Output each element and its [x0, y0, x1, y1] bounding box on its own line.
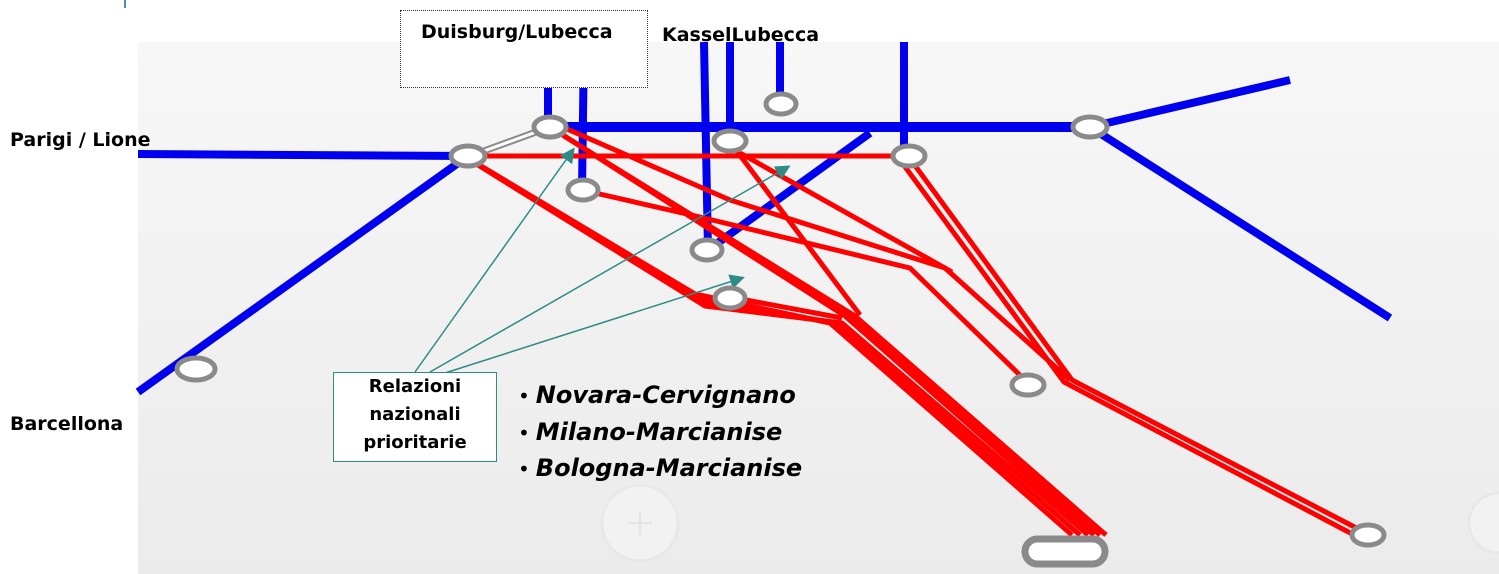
route-label: Bologna-Marcianise	[535, 454, 803, 482]
node-barcellona	[174, 355, 218, 383]
line-south-east	[1087, 123, 1393, 322]
node-east-hub	[1070, 114, 1110, 140]
node-kassel	[711, 128, 749, 154]
route-item: •Bologna-Marcianise	[518, 454, 803, 482]
line-barcellona	[135, 152, 471, 396]
station-nodes	[174, 91, 1387, 568]
node-center-south	[712, 285, 748, 311]
node-east-junction	[890, 143, 928, 169]
line-parigi-lione	[137, 150, 471, 160]
route-item: •Novara-Cervignano	[518, 381, 796, 409]
label-barcellona: Barcellona	[10, 413, 124, 435]
legend-line-1: Relazioni	[368, 376, 462, 397]
line-kassel-a	[700, 41, 712, 251]
node-terminal	[1021, 535, 1109, 568]
node-parigi	[448, 143, 488, 169]
arrow-2	[429, 165, 791, 373]
legend-line-3: prioritarie	[363, 432, 467, 453]
red-path-6	[562, 133, 1108, 537]
node-south-duisburg	[565, 177, 601, 203]
red-path-3	[476, 162, 1090, 537]
legend-arrows	[414, 147, 791, 374]
line-diagonal	[705, 129, 873, 254]
route-list: •Novara-Cervignano •Milano-Marcianise •B…	[518, 378, 802, 488]
node-south-east	[1009, 372, 1047, 398]
decorative-circles	[600, 483, 1499, 563]
red-path-12	[897, 158, 1358, 539]
route-item: •Milano-Marcianise	[518, 417, 783, 446]
red-path-11	[905, 154, 1368, 536]
red-path-8	[559, 123, 1072, 382]
node-duisburg	[531, 114, 569, 140]
legend-line-2: nazionali	[369, 404, 461, 425]
route-label: Milano-Marcianise	[535, 417, 783, 446]
red-path-13	[729, 294, 843, 321]
route-label: Novara-Cervignano	[535, 381, 796, 409]
label-duisburg: Duisburg/Lubecca	[400, 10, 648, 88]
legend-box: Relazioni nazionali prioritarie	[333, 372, 497, 462]
node-lubecca	[763, 91, 799, 117]
line-east	[1089, 76, 1291, 131]
node-center	[689, 237, 725, 263]
red-path-9	[728, 140, 862, 317]
arrow-1	[414, 147, 575, 373]
national-lines	[464, 123, 1368, 539]
label-parigi-lione: Parigi / Lione	[10, 129, 151, 151]
label-kassel-lubecca: KasselLubecca	[662, 24, 820, 46]
arrow-3	[444, 274, 745, 374]
node-south-east-end	[1349, 522, 1387, 548]
